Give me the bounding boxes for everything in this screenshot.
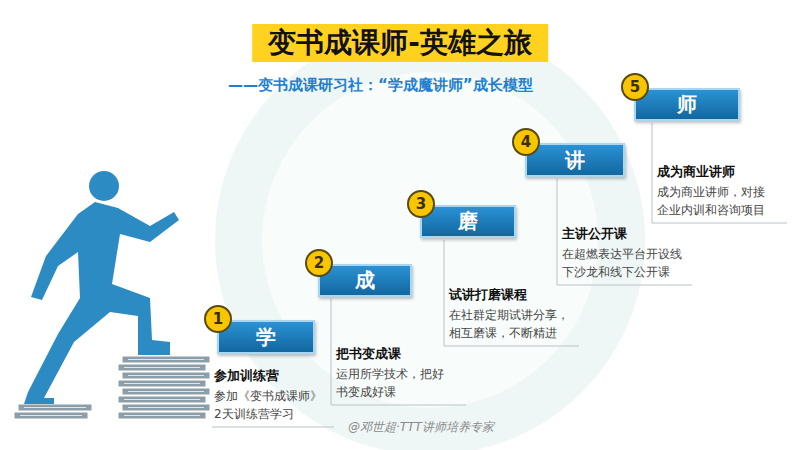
step-box: 学1	[217, 320, 315, 354]
book-pages	[124, 415, 200, 416]
callout-number-text: 3	[416, 195, 426, 213]
book-pages	[128, 359, 204, 360]
book	[118, 364, 206, 371]
book-pages	[124, 367, 200, 368]
step-box: 师5	[634, 88, 740, 121]
callout-number-text: 4	[521, 133, 531, 151]
subtitle: ——变书成课研习社：“学成魔讲师”成长模型	[228, 76, 533, 95]
book	[122, 356, 210, 363]
book	[122, 372, 210, 379]
runner-body	[24, 202, 179, 404]
book-pages	[128, 375, 204, 376]
callout-number: 3	[407, 190, 435, 218]
leader-line	[652, 123, 787, 223]
book	[118, 396, 206, 403]
leader-line	[212, 427, 334, 428]
diagram-title: 变书成课师-英雄之旅	[252, 24, 548, 62]
step-heading: 试讲打磨课程	[449, 286, 527, 304]
step-description: 运用所学技术，把好书变成好课	[336, 365, 448, 401]
step-word: 成	[355, 267, 375, 294]
book	[122, 404, 210, 411]
step-word: 磨	[458, 208, 478, 235]
step-heading: 主讲公开课	[562, 225, 627, 243]
step-heading: 成为商业讲师	[657, 163, 735, 181]
book-pages	[24, 407, 86, 408]
step-heading: 参加训练营	[214, 367, 279, 385]
step-description: 在社群定期试讲分享，相互磨课，不断精进	[449, 306, 571, 342]
runner-silhouette	[24, 171, 179, 404]
step-word: 学	[256, 324, 276, 351]
book	[118, 412, 206, 419]
callout-number-text: 1	[213, 310, 223, 328]
step-word: 讲	[565, 147, 585, 174]
step-description: 参加《变书成课师》2天训练营学习	[214, 387, 324, 423]
step-word: 师	[677, 91, 697, 118]
step-box: 磨3	[420, 205, 516, 238]
callout-number-text: 2	[314, 254, 324, 272]
callout-number: 1	[204, 305, 232, 333]
callout-number-text: 5	[630, 78, 640, 96]
leader-line	[331, 299, 466, 405]
book-pages	[124, 383, 200, 384]
book-pages	[124, 399, 200, 400]
step-box: 讲4	[525, 143, 625, 177]
background-ring	[215, 25, 645, 450]
callout-number: 4	[512, 128, 540, 156]
background-ring	[262, 72, 598, 408]
book	[18, 404, 92, 411]
step-description: 在超燃表达平台开设线下沙龙和线下公开课	[562, 245, 684, 281]
step-box: 成2	[318, 264, 412, 297]
leader-lines	[212, 123, 787, 427]
callout-number: 2	[305, 249, 333, 277]
book	[118, 380, 206, 387]
callout-number: 5	[621, 73, 649, 101]
leader-line	[444, 240, 579, 346]
book	[122, 388, 210, 395]
book-pages	[20, 415, 82, 416]
book-pages	[128, 407, 204, 408]
book-pages	[128, 391, 204, 392]
book	[14, 412, 88, 419]
runner-head	[89, 171, 119, 201]
step-heading: 把书变成课	[336, 345, 401, 363]
watermark: @邓世超·TTT讲师培养专家	[348, 419, 494, 436]
step-description: 成为商业讲师，对接企业内训和咨询项目	[657, 183, 769, 219]
